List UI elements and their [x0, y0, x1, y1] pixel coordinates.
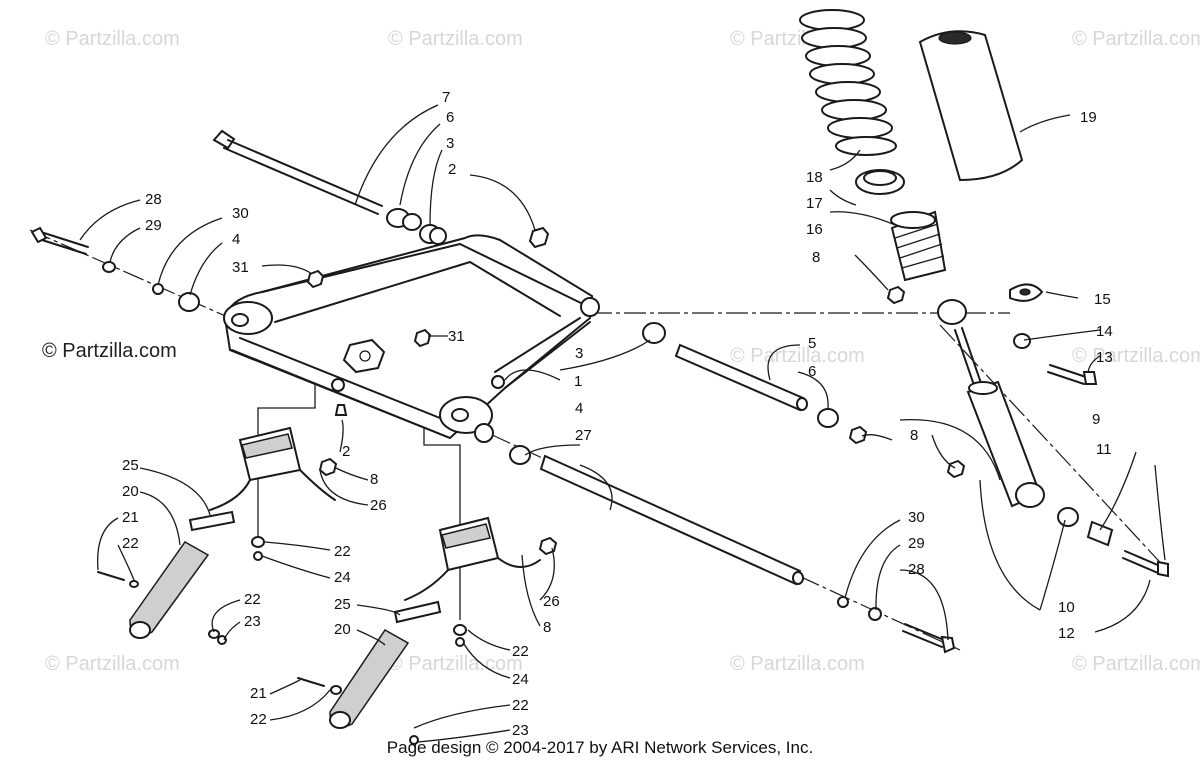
callout-23: 23 — [244, 613, 261, 630]
callout-29: 29 — [145, 217, 162, 234]
callout-21: 21 — [122, 509, 139, 526]
callout-20: 20 — [334, 621, 351, 638]
callout-10: 10 — [1058, 599, 1075, 616]
callout-6: 6 — [446, 109, 454, 126]
callout-5: 5 — [808, 335, 816, 352]
watermark: © Partzilla.com — [388, 653, 523, 675]
callout-14: 14 — [1096, 323, 1113, 340]
callout-8: 8 — [910, 427, 918, 444]
shock-boot — [918, 30, 1024, 182]
callout-30: 30 — [908, 509, 925, 526]
rail-mounts — [97, 426, 541, 745]
callout-24: 24 — [334, 569, 351, 586]
watermark: © Partzilla.com — [1072, 345, 1200, 367]
callout-7: 7 — [442, 89, 450, 106]
callout-22: 22 — [334, 543, 351, 560]
callout-23: 23 — [512, 722, 529, 739]
callout-4: 4 — [575, 400, 583, 417]
callout-8: 8 — [543, 619, 551, 636]
long-bolt — [212, 129, 383, 215]
callout-25: 25 — [122, 457, 139, 474]
callout-31: 31 — [232, 259, 249, 276]
shock-absorber — [937, 299, 1169, 578]
swing-arm — [223, 234, 600, 443]
callout-1: 1 — [574, 373, 582, 390]
callout-27: 27 — [575, 427, 592, 444]
callout-2: 2 — [342, 443, 350, 460]
callout-31: 31 — [448, 328, 465, 345]
callout-9: 9 — [1092, 411, 1100, 428]
callout-28: 28 — [908, 561, 925, 578]
watermark: © Partzilla.com — [730, 653, 865, 675]
callout-26: 26 — [370, 497, 387, 514]
callout-30: 30 — [232, 205, 249, 222]
coil-spring — [799, 9, 897, 156]
watermark: © Partzilla.com — [1072, 28, 1200, 50]
callout-6: 6 — [808, 363, 816, 380]
callout-26: 26 — [543, 593, 560, 610]
callout-22: 22 — [512, 643, 529, 660]
callout-13: 13 — [1096, 349, 1113, 366]
callout-22: 22 — [250, 711, 267, 728]
brand-watermark: © Partzilla.com — [42, 340, 177, 362]
callout-3: 3 — [575, 345, 583, 362]
callout-29: 29 — [908, 535, 925, 552]
callout-15: 15 — [1094, 291, 1111, 308]
callout-8: 8 — [812, 249, 820, 266]
watermark: © Partzilla.com — [388, 28, 523, 50]
callout-21: 21 — [250, 685, 267, 702]
shock-adjuster — [855, 169, 1044, 302]
leader-lines — [79, 104, 1166, 743]
callout-22: 22 — [122, 535, 139, 552]
callout-25: 25 — [334, 596, 351, 613]
callout-11: 11 — [1096, 441, 1112, 458]
callout-3: 3 — [446, 135, 454, 152]
left-bolt-stack — [30, 226, 200, 312]
callout-labels: 7 6 3 2 28 29 30 4 31 31 3 1 4 27 2 5 6 … — [122, 89, 1113, 739]
watermark: © Partzilla.com — [1072, 653, 1200, 675]
callout-22: 22 — [244, 591, 261, 608]
shafts — [509, 322, 956, 654]
callout-12: 12 — [1058, 625, 1075, 642]
callout-16: 16 — [806, 221, 823, 238]
callout-28: 28 — [145, 191, 162, 208]
callout-2: 2 — [448, 161, 456, 178]
callout-17: 17 — [806, 195, 823, 212]
callout-4: 4 — [232, 231, 240, 248]
callout-18: 18 — [806, 169, 823, 186]
callout-20: 20 — [122, 483, 139, 500]
callout-19: 19 — [1080, 109, 1097, 126]
callout-22: 22 — [512, 697, 529, 714]
watermarks: © Partzilla.com © Partzilla.com © Partzi… — [45, 28, 1200, 675]
watermark: © Partzilla.com — [730, 345, 865, 367]
watermark: © Partzilla.com — [45, 653, 180, 675]
callout-8: 8 — [370, 471, 378, 488]
watermark: © Partzilla.com — [45, 28, 180, 50]
page-footer: Page design © 2004-2017 by ARI Network S… — [386, 738, 814, 757]
callout-24: 24 — [512, 671, 529, 688]
